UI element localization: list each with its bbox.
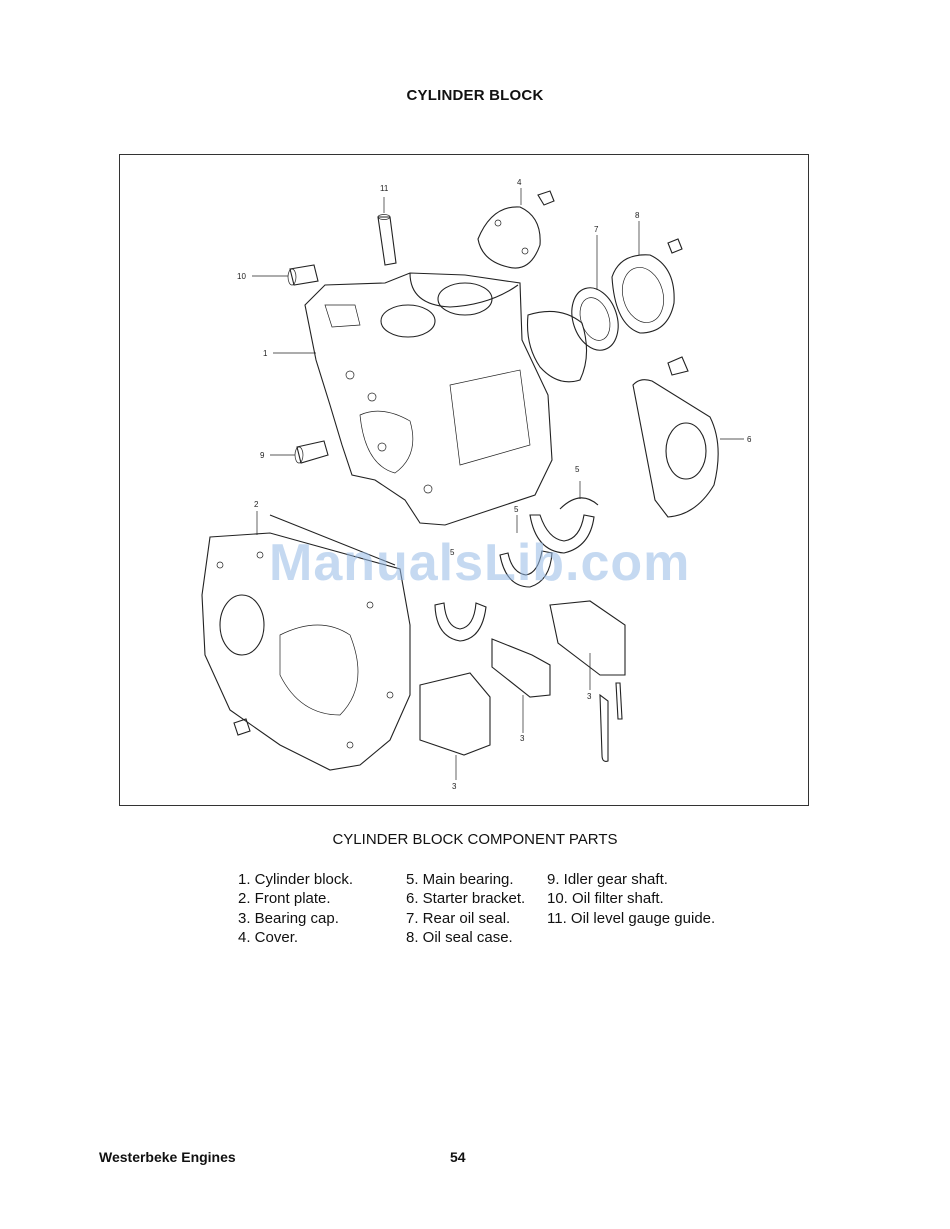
part-front-plate	[201, 511, 411, 771]
callout-7: 7	[594, 225, 599, 234]
callout-2: 2	[254, 500, 259, 509]
callout-6: 6	[747, 435, 752, 444]
callout-5b: 5	[514, 505, 519, 514]
callout-11: 11	[380, 184, 389, 193]
part-bearing-caps	[419, 600, 626, 780]
part-gasket	[526, 310, 588, 383]
cylinder-block-illustration: 11 10 1 4 7 8 6 9 2 5 5 5 3 3 3	[201, 178, 752, 791]
legend-item: 6. Starter bracket.	[406, 890, 526, 908]
part-oil-seal-case	[611, 221, 683, 334]
callout-4: 4	[517, 178, 522, 187]
page-title: CYLINDER BLOCK	[406, 87, 544, 104]
callout-9: 9	[260, 451, 265, 460]
callout-5c: 5	[575, 465, 580, 474]
exploded-diagram: 11 10 1 4 7 8 6 9 2 5 5 5 3 3 3 ManualsL…	[119, 154, 809, 806]
parts-legend-column-2: 5. Main bearing. 6. Starter bracket. 7. …	[406, 870, 525, 947]
legend-item: 5. Main bearing.	[406, 871, 514, 888]
legend-item: 2. Front plate.	[238, 890, 331, 908]
legend-item: 11. Oil level gauge guide.	[547, 909, 716, 927]
footer-publisher: Westerbeke Engines	[99, 1149, 236, 1165]
callout-8: 8	[635, 211, 640, 220]
watermark: ManualsLib.com	[269, 534, 691, 592]
parts-legend-column-1: 1. Cylinder block. 2. Front plate. 3. Be…	[238, 870, 353, 947]
legend-item: 8. Oil seal case.	[406, 928, 513, 946]
part-cylinder-block	[273, 272, 553, 526]
part-main-bearings	[434, 481, 599, 642]
part-oil-level-gauge-guide	[377, 197, 397, 266]
callout-5a: 5	[450, 548, 455, 557]
callout-3a: 3	[452, 782, 457, 791]
callout-10: 10	[237, 272, 246, 281]
part-idler-gear-shaft	[270, 440, 329, 464]
part-oil-filter-shaft	[252, 264, 319, 286]
page-number: 54	[450, 1149, 466, 1165]
callout-1: 1	[263, 349, 268, 358]
legend-item: 1. Cylinder block.	[238, 871, 354, 888]
part-rear-oil-seal	[571, 235, 619, 351]
legend-item: 7. Rear oil seal.	[406, 909, 511, 927]
part-starter-bracket	[632, 356, 744, 518]
part-cover	[477, 188, 555, 269]
figure-caption: CYLINDER BLOCK COMPONENT PARTS	[332, 831, 618, 848]
callout-3c: 3	[587, 692, 592, 701]
legend-item: 3. Bearing cap.	[238, 909, 339, 927]
legend-item: 9. Idler gear shaft.	[547, 871, 668, 888]
legend-item: 10. Oil filter shaft.	[547, 890, 664, 908]
legend-item: 4. Cover.	[238, 928, 299, 946]
parts-legend-column-3: 9. Idler gear shaft. 10. Oil filter shaf…	[547, 870, 715, 928]
callout-3b: 3	[520, 734, 525, 743]
